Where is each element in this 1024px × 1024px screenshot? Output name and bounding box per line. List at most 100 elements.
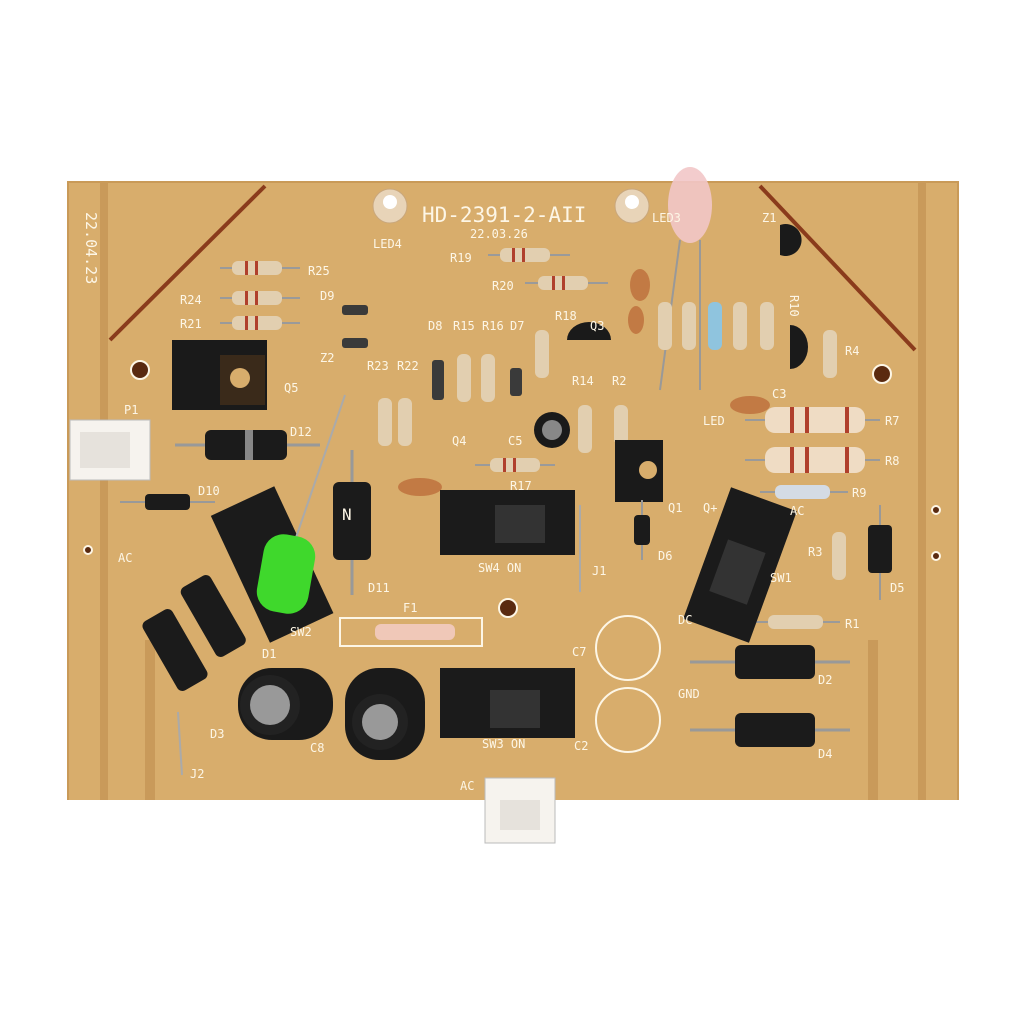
label-c8: C8	[310, 741, 324, 755]
fuse-f1	[339, 617, 483, 647]
label-d7: D7	[510, 319, 524, 333]
label-j2: J2	[190, 767, 204, 781]
label-q3: Q3	[590, 319, 604, 333]
clear-led-led4	[372, 188, 408, 224]
label-r1: R1	[845, 617, 859, 631]
resistors	[220, 248, 880, 629]
label-qplus: Q+	[703, 501, 717, 515]
label-d12: D12	[290, 425, 312, 439]
label-q5: Q5	[284, 381, 298, 395]
label-sw1: SW1	[770, 571, 792, 585]
capacitor-c6	[345, 668, 425, 760]
label-r21: R21	[180, 317, 202, 331]
label-dc: DC	[678, 613, 692, 627]
resistor-vertical-row	[378, 302, 846, 580]
label-q1: Q1	[668, 501, 682, 515]
label-d3: D3	[210, 727, 224, 741]
label-r23: R23	[367, 359, 389, 373]
cut-slot-right	[758, 184, 917, 352]
label-r17: R17	[510, 479, 532, 493]
label-z2: Z2	[320, 351, 334, 365]
label-r19: R19	[450, 251, 472, 265]
label-sw2: SW2	[290, 625, 312, 639]
diode-d12	[175, 430, 320, 460]
label-d1: D1	[262, 647, 276, 661]
label-r22: R22	[397, 359, 419, 373]
electrolytic-capacitors	[238, 412, 570, 760]
label-ac-left: AC	[118, 551, 132, 565]
label-gnd: GND	[678, 687, 700, 701]
label-d2: D2	[818, 673, 832, 687]
capacitor-c8	[238, 668, 333, 740]
slide-switches	[210, 486, 797, 738]
transistors	[172, 224, 808, 502]
label-j1: J1	[592, 564, 606, 578]
switch-sw1	[683, 487, 797, 643]
label-r18: R18	[555, 309, 577, 323]
diode-d3	[142, 609, 208, 691]
jumper-wires	[177, 505, 581, 776]
label-r20: R20	[492, 279, 514, 293]
diode-d5	[868, 505, 892, 600]
label-d8: D8	[428, 319, 442, 333]
capacitor-c5	[534, 412, 570, 448]
cut-slot-left	[108, 184, 267, 342]
switch-sw3	[440, 668, 575, 738]
resistor-color-bands	[245, 248, 849, 473]
label-led4: LED4	[373, 237, 402, 251]
diode-d4	[690, 713, 850, 747]
green-led	[256, 394, 346, 614]
label-r16: R16	[482, 319, 504, 333]
label-sw3: SW3 ON	[482, 737, 525, 751]
label-d11: D11	[368, 581, 390, 595]
label-d10: D10	[198, 484, 220, 498]
label-r15: R15	[453, 319, 475, 333]
label-r25: R25	[308, 264, 330, 278]
transistor-q2	[790, 325, 808, 369]
resistor-r9	[760, 485, 848, 499]
label-r4: R4	[845, 344, 859, 358]
mounting-holes	[83, 360, 941, 618]
label-d5: D5	[890, 581, 904, 595]
diode-d6	[634, 500, 650, 560]
label-ac-bottom: AC	[460, 779, 474, 793]
label-r24: R24	[180, 293, 202, 307]
capacitor-footprints	[595, 615, 661, 753]
switch-sw4	[440, 490, 575, 555]
board-date-label: 22.03.26	[470, 227, 528, 241]
label-sw4: SW4 ON	[478, 561, 521, 575]
label-led: LED	[703, 414, 725, 428]
label-r3: R3	[808, 545, 822, 559]
label-r2: R2	[612, 374, 626, 388]
label-r14: R14	[572, 374, 594, 388]
bicolor-led	[659, 167, 712, 391]
diode-d1	[180, 575, 246, 657]
label-d4: D4	[818, 747, 832, 761]
label-c2: C2	[574, 739, 588, 753]
diode-d11: N	[333, 450, 371, 595]
small-diodes	[342, 305, 522, 400]
label-r7: R7	[885, 414, 899, 428]
label-q4: Q4	[452, 434, 466, 448]
label-r8: R8	[885, 454, 899, 468]
diode-d10	[120, 494, 215, 510]
ceramic-capacitors	[398, 269, 770, 496]
transistor-z1	[780, 224, 802, 256]
transistor-q3	[567, 322, 611, 340]
svg-text:N: N	[342, 505, 352, 524]
label-c3: C3	[772, 387, 786, 401]
label-c5: C5	[508, 434, 522, 448]
silkscreen-labels: LED4 LED3 R25 R24 R21 D9 Z2 R23 R22 D8 R…	[118, 211, 904, 793]
board-model-label: HD-2391-2-AII	[422, 203, 586, 227]
label-p1: P1	[124, 403, 138, 417]
connector-p1	[69, 419, 151, 481]
label-f1: F1	[403, 601, 417, 615]
label-r10: R10	[787, 295, 801, 317]
label-led3: LED3	[652, 211, 681, 225]
connector-ac	[484, 777, 556, 844]
side-date-label: 22.04.23	[82, 212, 100, 284]
label-r9: R9	[852, 486, 866, 500]
label-c7: C7	[572, 645, 586, 659]
clear-led-led3	[614, 188, 650, 224]
